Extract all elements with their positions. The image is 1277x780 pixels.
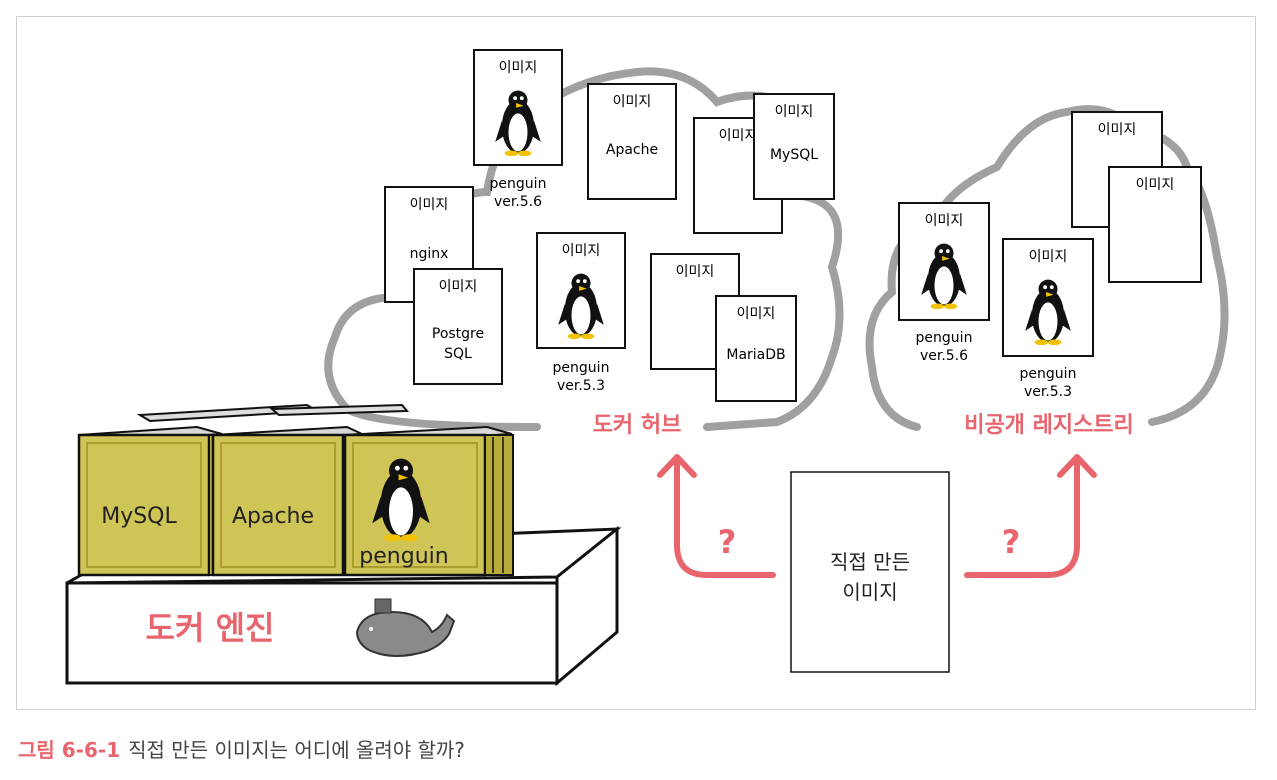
crate-label: Apache bbox=[232, 504, 314, 529]
image-name-line1: penguin bbox=[490, 176, 547, 192]
image-tag: 이미지 bbox=[613, 94, 652, 110]
registry-image-blank-2: 이미지 bbox=[1108, 166, 1202, 283]
image-name-line2: SQL bbox=[444, 346, 472, 362]
image-tag: 이미지 bbox=[1098, 122, 1137, 138]
container-crates: MySQL Apache penguin bbox=[77, 403, 514, 577]
registry-image-penguin-53: 이미지 penguin ver.5.3 bbox=[1002, 238, 1094, 400]
image-tag: 이미지 bbox=[737, 306, 776, 322]
crate-label: penguin bbox=[359, 544, 448, 569]
whale-icon bbox=[355, 598, 456, 657]
image-name-line1: penguin bbox=[553, 360, 610, 376]
hub-image-postgresql: 이미지 Postgre SQL bbox=[413, 268, 503, 385]
image-tag: 이미지 bbox=[410, 197, 449, 213]
image-name-line1: Postgre bbox=[432, 326, 484, 342]
caption-number: 그림 6-6-1 bbox=[18, 738, 121, 762]
custom-image-line1: 직접 만든 bbox=[830, 550, 910, 574]
hub-image-cards: 이미지 penguin ver.5.6 이미지 Apache 이미지 이미지 M… bbox=[384, 49, 835, 402]
hub-image-mysql: 이미지 MySQL bbox=[753, 93, 835, 200]
question-mark: ? bbox=[1002, 523, 1021, 561]
image-tag: 이미지 bbox=[719, 128, 758, 144]
crate-label: MySQL bbox=[101, 504, 177, 529]
hub-image-mariadb: 이미지 MariaDB bbox=[715, 295, 797, 402]
question-mark: ? bbox=[718, 523, 737, 561]
image-name-line2: ver.5.6 bbox=[920, 348, 968, 364]
image-tag: 이미지 bbox=[1136, 177, 1175, 193]
image-tag: 이미지 bbox=[562, 243, 601, 259]
registry-title: 비공개 레지스트리 bbox=[964, 413, 1134, 438]
arrow-to-registry: ? bbox=[964, 454, 1097, 578]
crate-apache: Apache bbox=[209, 425, 363, 577]
image-name-line2: ver.5.3 bbox=[1024, 384, 1072, 400]
caption-text: 직접 만든 이미지는 어디에 올려야 할까? bbox=[128, 738, 465, 762]
hub-image-penguin-53: 이미지 penguin ver.5.3 bbox=[536, 232, 626, 394]
image-name: MySQL bbox=[770, 147, 818, 163]
image-tag: 이미지 bbox=[676, 264, 715, 280]
arrow-to-hub: ? bbox=[657, 454, 776, 578]
image-tag: 이미지 bbox=[499, 60, 538, 76]
image-tag: 이미지 bbox=[775, 104, 814, 120]
crate-mysql: MySQL bbox=[77, 425, 224, 577]
figure-frame: 이미지 penguin ver.5.6 이미지 Apache 이미지 이미지 M… bbox=[16, 16, 1256, 710]
image-name-line2: ver.5.3 bbox=[557, 378, 605, 394]
image-name-line1: penguin bbox=[916, 330, 973, 346]
hub-image-penguin-56: 이미지 penguin ver.5.6 bbox=[473, 49, 563, 210]
image-tag: 이미지 bbox=[925, 213, 964, 229]
image-name: nginx bbox=[410, 246, 449, 262]
crate-penguin: penguin bbox=[343, 425, 514, 577]
docker-engine-label: 도커 엔진 bbox=[146, 609, 275, 647]
image-name: Apache bbox=[606, 142, 658, 158]
image-tag: 이미지 bbox=[1029, 249, 1068, 265]
image-tag: 이미지 bbox=[439, 279, 478, 295]
hub-image-apache: 이미지 Apache bbox=[587, 83, 677, 200]
registry-image-penguin-56: 이미지 penguin ver.5.6 bbox=[898, 202, 990, 364]
custom-image-box: 직접 만든 이미지 bbox=[790, 471, 950, 673]
registry-cloud bbox=[865, 105, 1229, 431]
registry-image-cards: 이미지 이미지 이미지 penguin ver.5.6 이미지 penguin … bbox=[898, 111, 1202, 400]
diagram: 이미지 penguin ver.5.6 이미지 Apache 이미지 이미지 M… bbox=[65, 49, 1229, 687]
image-name-line1: penguin bbox=[1020, 366, 1077, 382]
image-name-line2: ver.5.6 bbox=[494, 194, 542, 210]
custom-image-line2: 이미지 bbox=[842, 580, 897, 604]
figure-caption: 그림 6-6-1 직접 만든 이미지는 어디에 올려야 할까? bbox=[18, 734, 465, 763]
image-name: MariaDB bbox=[726, 347, 785, 363]
docker-hub-title: 도커 허브 bbox=[593, 413, 682, 438]
